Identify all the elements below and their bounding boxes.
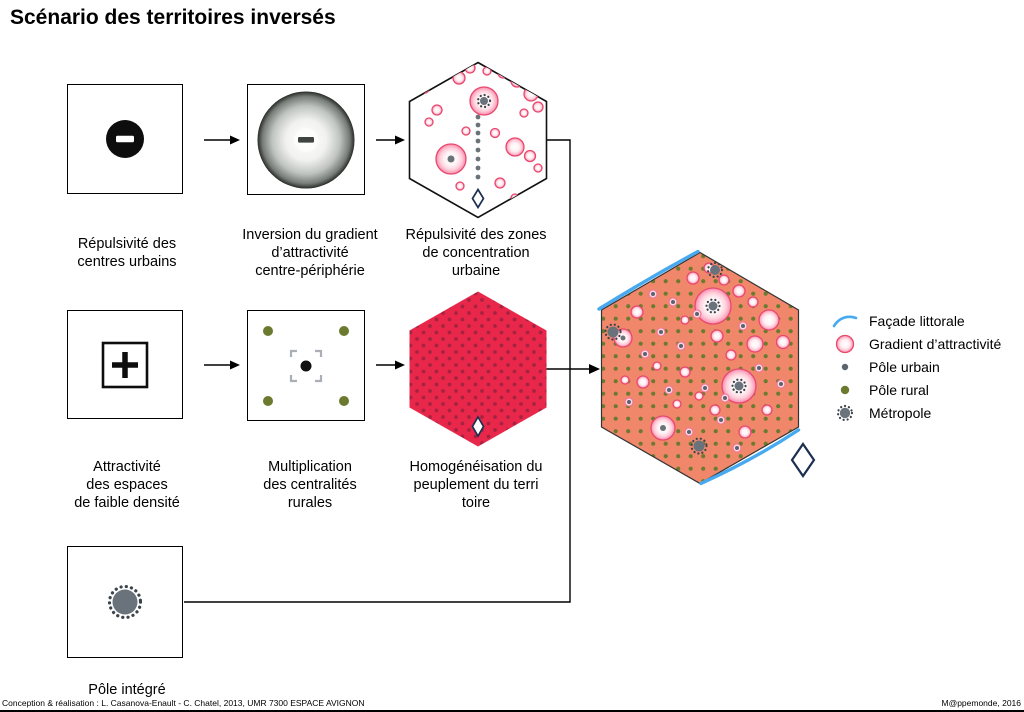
attractivity-gradient-icon [830,333,860,355]
rural-centralities-icon [263,326,349,406]
metropole-symbols [604,261,747,455]
diamond-icon [471,415,485,438]
legend-item-coastline: Façade littorale [830,311,1001,331]
coastline-icon [699,428,801,486]
step-label-urban-repulsivity: Répulsivité des centres urbains [77,236,177,270]
step-box-integrated-pole [67,546,183,658]
legend-label: Métropole [869,405,932,421]
diamond-icon [790,442,816,478]
step-box-low-density-attractivity [67,310,183,419]
step-label-low-density-attractivity: Attractivité des espaces de faible densi… [74,459,180,511]
legend-label: Pôle urbain [869,359,940,375]
rural-pole-icon [830,379,860,401]
plus-square-icon [101,341,149,388]
metropole-icon [107,584,143,620]
urban-pole-icon [830,356,860,378]
hexagon-homogenized-settlement [409,291,547,447]
metropole-icon [830,402,860,424]
coastline-icon [830,313,860,329]
step-box-urban-repulsivity [67,84,183,194]
step-label-gradient-inversion: Inversion du gradient d’attractivité cen… [242,227,378,279]
source-credit: M@ppemonde, 2016 [941,698,1021,708]
arrow-icon [546,364,600,374]
step-label-rural-centralities: Multiplication des centralités rurales [263,459,357,511]
step-label-integrated-pole: Pôle intégré [88,682,166,698]
legend-label: Pôle rural [869,382,929,398]
credits: Conception & réalisation : L. Casanova-E… [2,698,365,708]
hexagon-urban-repulsion [408,61,548,219]
arrow-icon [376,360,405,370]
step-label-urban-concentration-repulsivity: Répulsivité des zones de concentration u… [405,227,547,279]
legend-label: Gradient d’attractivité [869,336,1002,352]
legend-label: Façade littorale [869,313,965,329]
focus-brackets-icon [289,349,323,383]
arrow-icon [376,135,405,145]
diamond-icon [471,187,485,210]
legend: Façade littorale G [830,311,1001,423]
step-box-rural-centralities [247,310,365,421]
urban-poles [624,289,786,453]
page-title: Scénario des territoires inversés [10,6,336,29]
step-box-gradient-inversion [247,84,365,195]
gradient-sphere-minus-icon [257,91,355,188]
arrow-icon [204,135,240,145]
legend-item-rural-pole: Pôle rural [830,380,1001,400]
legend-item-attractivity-gradient: Gradient d’attractivité [830,334,1001,354]
legend-item-metropole: Métropole [830,403,1001,423]
arrow-icon [204,360,240,370]
minus-circle-icon [106,120,144,158]
bottom-border [0,710,1024,712]
hexagon-inverted-territory [597,250,801,486]
legend-item-urban-pole: Pôle urbain [830,357,1001,377]
step-label-homogenized-settlement: Homogénéisation du peuplement du terri t… [409,459,543,511]
coastline-icon [597,250,700,311]
